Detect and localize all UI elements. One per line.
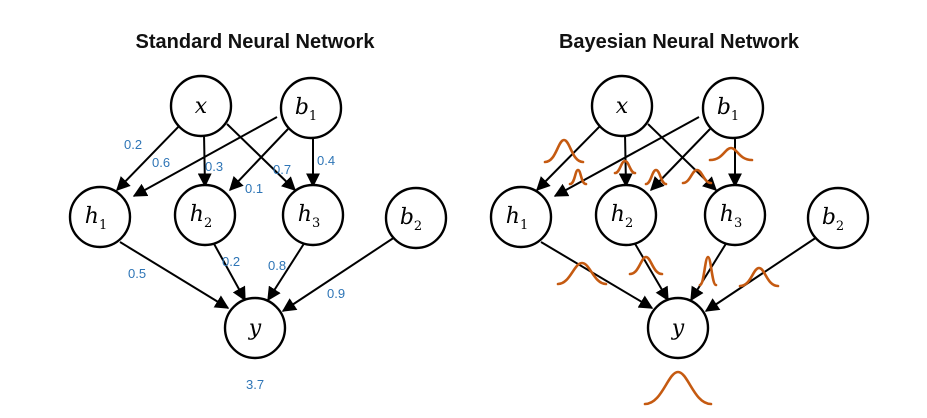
edge-h1-y	[119, 241, 230, 309]
weight-b1-h3: 0.4	[317, 153, 335, 168]
node-circle	[223, 296, 287, 360]
bayesian-node-b1: b1	[701, 76, 765, 140]
weight-h1-y: 0.5	[128, 266, 146, 281]
distribution-curve-x-h3	[681, 168, 713, 185]
bayesian-node-h2: h2	[594, 183, 658, 247]
standard-node-b1: b1	[279, 76, 343, 140]
edge-b1-h1	[553, 116, 700, 197]
weight-h2-y: 0.2	[222, 254, 240, 269]
edge-b2-y	[281, 234, 399, 312]
node-circle	[169, 74, 233, 138]
distribution-curve-output	[643, 370, 713, 406]
weight-h3-y: 0.8	[268, 258, 286, 273]
weight-b2-y: 0.9	[327, 286, 345, 301]
node-circle	[173, 183, 237, 247]
node-circle	[279, 76, 343, 140]
distribution-curve-h1-y	[556, 261, 608, 286]
standard-node-h3: h3	[281, 183, 345, 247]
weight-x-h2: 0.3	[205, 159, 223, 174]
bayesian-edges	[536, 116, 821, 312]
node-circle	[489, 185, 553, 249]
bayesian-node-y: y	[646, 296, 710, 360]
node-circle	[590, 74, 654, 138]
bayesian-node-b2: b2	[806, 186, 870, 250]
distribution-curve-x-h2	[613, 159, 637, 175]
standard-node-h2: h2	[173, 183, 237, 247]
edge-b1-h2	[229, 128, 289, 192]
bayesian-node-h3: h3	[703, 183, 767, 247]
node-label: b1	[717, 95, 739, 124]
standard-weights: 0.2 0.6 0.3 0.1 0.7 0.4 0.5 0.2 0.8 0.9 …	[124, 137, 345, 392]
node-label: x	[195, 94, 208, 119]
weight-b1-h2: 0.1	[245, 181, 263, 196]
node-label: b1	[295, 95, 317, 124]
node-label: h1	[85, 204, 107, 233]
distribution-curve-b1-h3	[708, 146, 754, 162]
node-label: x	[616, 94, 629, 119]
edge-x-h1	[116, 120, 185, 192]
node-label: b2	[400, 205, 422, 234]
node-circle	[594, 183, 658, 247]
distribution-curve-b2-y	[738, 266, 780, 288]
standard-node-x: x	[169, 74, 233, 138]
node-label: y	[248, 316, 262, 341]
edge-b1-h1	[132, 116, 278, 197]
weight-distributions	[543, 138, 780, 406]
edge-x-h1	[536, 120, 606, 191]
standard-network: Standard Neural Network x b1 h1	[68, 31, 448, 392]
distribution-curve-b1-h2	[644, 168, 668, 186]
edge-h1-y	[540, 241, 654, 309]
node-label: y	[671, 316, 685, 341]
node-circle	[701, 76, 765, 140]
node-label: h2	[611, 202, 633, 231]
node-label: b2	[822, 205, 844, 234]
node-label: h2	[190, 202, 212, 231]
node-circle	[68, 185, 132, 249]
bayesian-node-h1: h1	[489, 185, 553, 249]
standard-node-h1: h1	[68, 185, 132, 249]
node-circle	[646, 296, 710, 360]
bayesian-network-title: Bayesian Neural Network	[559, 31, 800, 53]
standard-node-y: y	[223, 296, 287, 360]
node-circle	[384, 186, 448, 250]
weight-b1-h1: 0.6	[152, 155, 170, 170]
edge-h2-y	[633, 241, 669, 302]
output-value: 3.7	[246, 377, 264, 392]
edge-h3-y	[690, 241, 728, 302]
node-circle	[703, 183, 767, 247]
distribution-curve-h3-y	[698, 255, 718, 287]
standard-node-b2: b2	[384, 186, 448, 250]
standard-network-title: Standard Neural Network	[136, 31, 376, 53]
node-circle	[806, 186, 870, 250]
standard-edges	[116, 116, 399, 312]
node-label: h1	[506, 204, 528, 233]
distribution-curve-x-h1	[543, 138, 585, 164]
edge-h3-y	[267, 241, 306, 302]
distribution-curve-b1-h1	[568, 168, 588, 186]
node-label: h3	[720, 202, 742, 231]
edge-h2-y	[212, 241, 246, 302]
weight-x-h1: 0.2	[124, 137, 142, 152]
bayesian-network: Bayesian Neural Network x b1 h1	[489, 31, 870, 406]
node-circle	[281, 183, 345, 247]
node-label: h3	[298, 202, 320, 231]
distribution-curve-h2-y	[628, 255, 664, 276]
bayesian-node-x: x	[590, 74, 654, 138]
weight-x-h3: 0.7	[273, 162, 291, 177]
edge-x-h2	[197, 133, 212, 188]
